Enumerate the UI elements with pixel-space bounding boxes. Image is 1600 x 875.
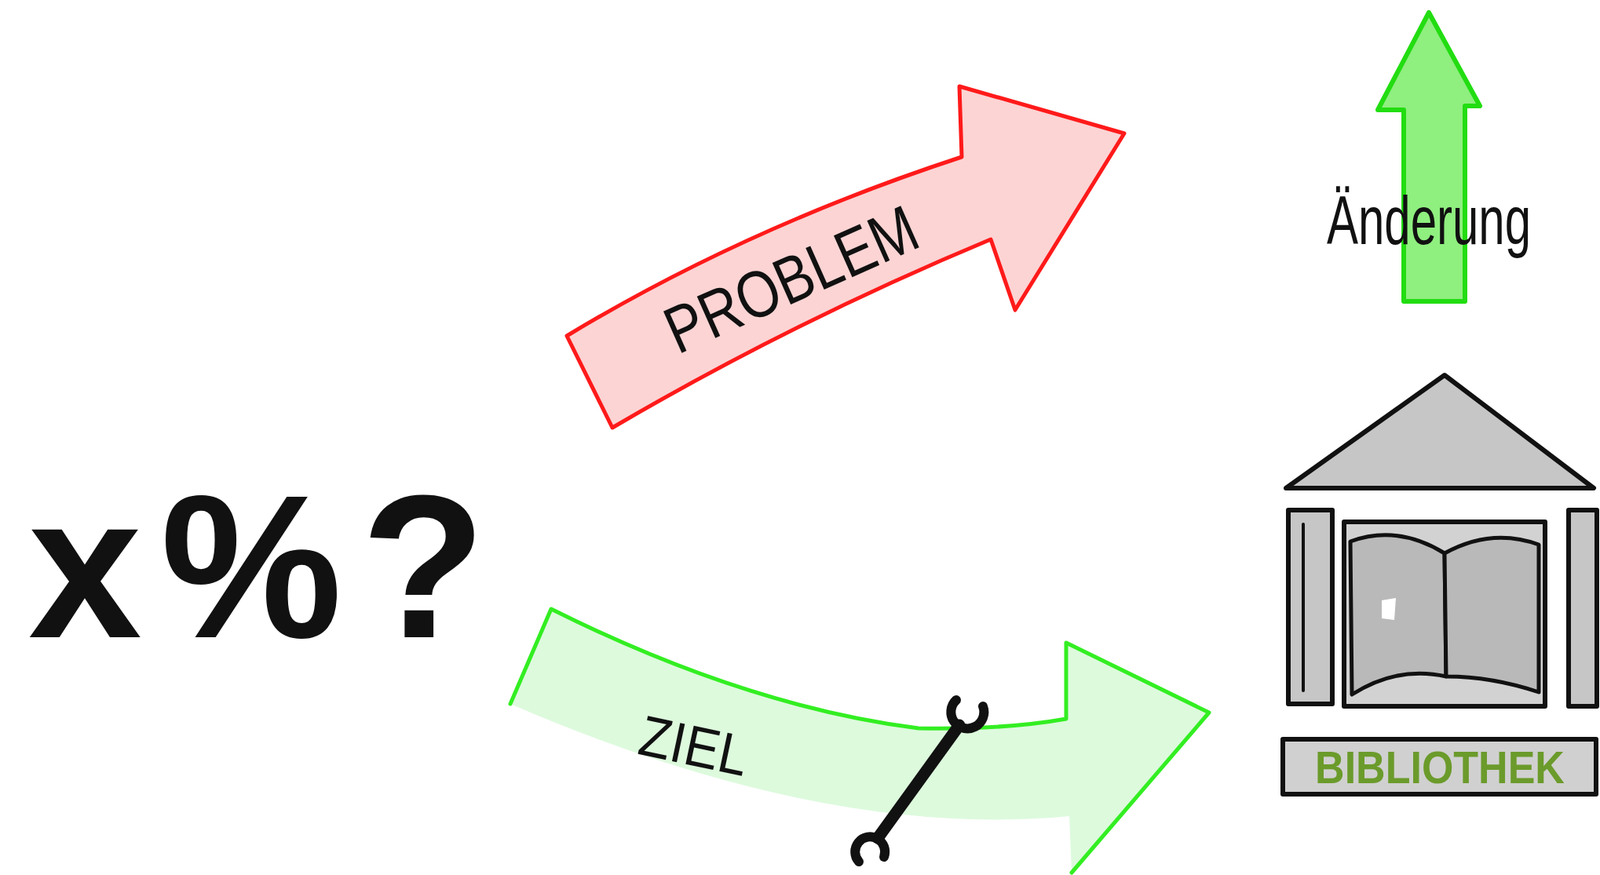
building-label: BIBLIOTHEK [1315,745,1565,790]
goal-arrow [502,604,1225,875]
wrench-icon [854,700,984,863]
shape-outline [566,86,1125,428]
arrow-label: Änderung [1326,187,1531,256]
shape-outline [1285,375,1594,489]
shape-outline [1444,537,1539,693]
shape-outline [510,609,1210,874]
shape-outline [1288,510,1333,705]
big-label: x%? [28,464,505,669]
shape-outline [1301,524,1305,691]
change-arrow [1318,6,1547,313]
problem-arrow: PROBLEM [549,74,1147,444]
shape-outline [1568,510,1597,707]
change-arrow: Änderung [1318,6,1547,313]
library-building: BIBLIOTHEK [1278,368,1600,801]
library-building [1278,368,1600,801]
shape-outline [1350,535,1447,695]
wrench-jaw [854,836,885,863]
shape-outline [1381,598,1396,621]
wrench-handle [877,725,960,839]
goal-arrow: ZIEL [502,604,1225,875]
shape-outline [1377,12,1480,302]
wrench-jaw [950,700,984,729]
shape-outline [1282,739,1597,795]
shape-outline [1344,522,1546,707]
shape-outline [510,609,1210,874]
